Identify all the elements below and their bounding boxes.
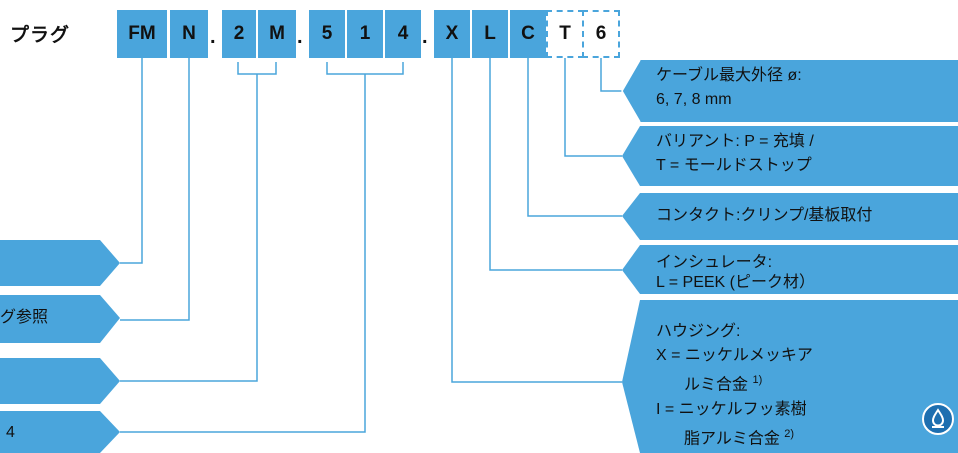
code-fm-box: FM bbox=[117, 10, 167, 58]
tag-contact bbox=[622, 193, 958, 240]
housing-label-4: I = ニッケルフッ素樹 bbox=[656, 401, 807, 418]
water-drop-icon bbox=[922, 403, 954, 435]
variant-label-2: T = モールドストップ bbox=[656, 157, 812, 174]
tag-left-3 bbox=[0, 358, 120, 404]
housing-label-1: ハウジング: bbox=[656, 323, 741, 340]
code-4-box: 4 bbox=[385, 10, 421, 58]
code-6-box: 6 bbox=[582, 10, 620, 58]
insulator-label-1: インシュレータ: bbox=[656, 254, 773, 271]
code-dot-3: . bbox=[422, 26, 428, 48]
cable-label-1: ケーブル最大外径 ø: bbox=[656, 67, 802, 84]
code-l-box: L bbox=[472, 10, 508, 58]
tag-left-4 bbox=[0, 411, 120, 453]
insulator-label-2: L = PEEK (ピーク材） bbox=[656, 274, 816, 291]
tag-left-2 bbox=[0, 295, 120, 343]
housing-note-2: 2) bbox=[784, 428, 795, 440]
tag-housing bbox=[622, 300, 958, 453]
housing-note-1: 1) bbox=[752, 374, 763, 386]
code-5-box: 5 bbox=[309, 10, 345, 58]
code-dot-2: . bbox=[297, 26, 303, 48]
housing-label-3-text: ルミ合金 bbox=[684, 376, 749, 394]
page-title: プラグ bbox=[10, 25, 71, 46]
cable-label-2: 6, 7, 8 mm bbox=[656, 91, 732, 108]
tag-variant bbox=[622, 126, 958, 186]
code-m-box: M bbox=[258, 10, 296, 58]
tag-cable bbox=[622, 60, 958, 122]
code-1-box: 1 bbox=[347, 10, 383, 58]
tag-left-1 bbox=[0, 240, 120, 286]
housing-label-5-text: 脂アルミ合金 bbox=[684, 430, 780, 448]
left-label-4: 4 bbox=[6, 424, 15, 441]
housing-label-2: X = ニッケルメッキア bbox=[656, 347, 813, 364]
tag-insulator bbox=[622, 245, 958, 294]
code-c-box: C bbox=[510, 10, 546, 58]
code-2-box: 2 bbox=[222, 10, 256, 58]
left-label-2: グ参照 bbox=[0, 309, 49, 326]
housing-label-5: 脂アルミ合金 2) bbox=[684, 424, 794, 449]
housing-label-3: ルミ合金 1) bbox=[684, 370, 762, 395]
code-dot-1: . bbox=[210, 26, 216, 48]
code-x-box: X bbox=[434, 10, 470, 58]
code-n-box: N bbox=[170, 10, 208, 58]
contact-label: コンタクト:クリンプ/基板取付 bbox=[656, 207, 873, 224]
variant-label-1: バリアント: P = 充填 / bbox=[656, 133, 814, 150]
